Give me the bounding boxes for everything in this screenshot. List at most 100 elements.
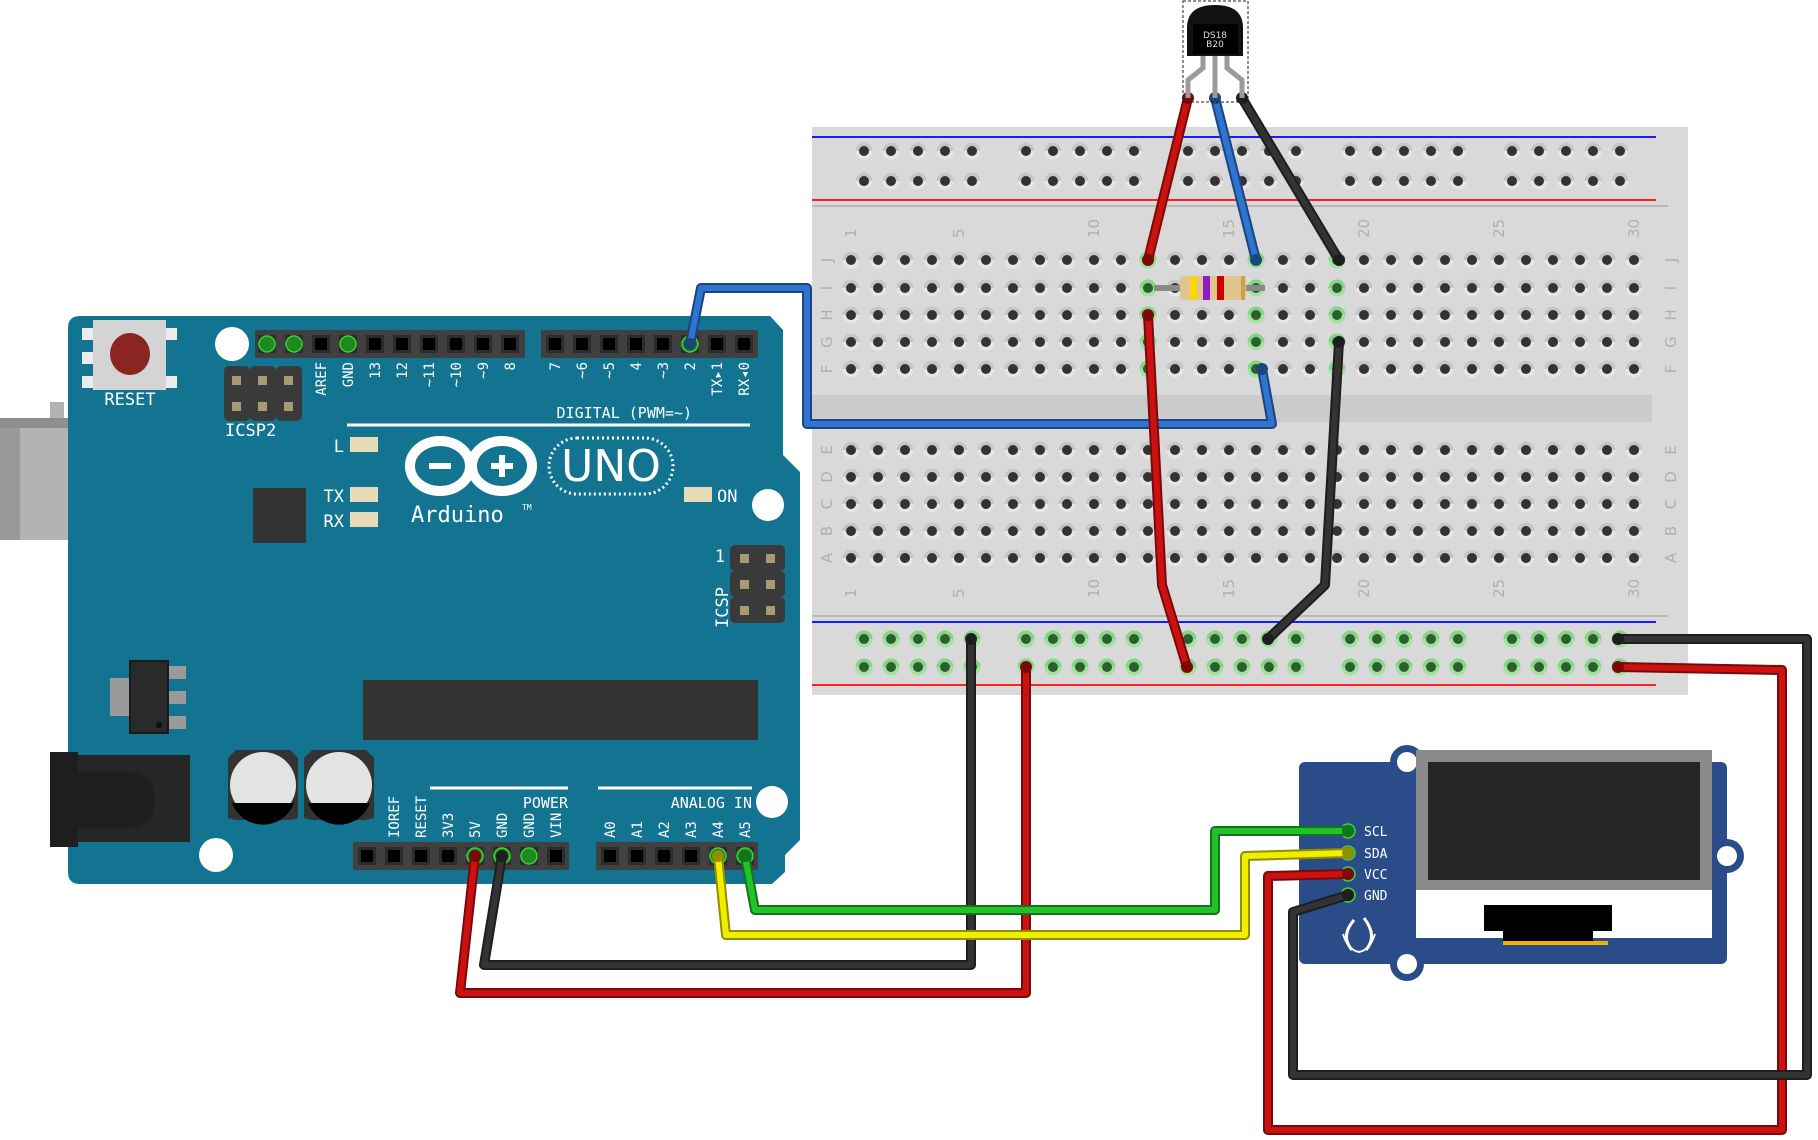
breadboard-hole[interactable] bbox=[896, 251, 914, 269]
breadboard-hole[interactable] bbox=[1625, 251, 1643, 269]
breadboard-hole[interactable] bbox=[1382, 441, 1400, 459]
reset-button[interactable] bbox=[82, 320, 177, 390]
breadboard-hole[interactable] bbox=[1139, 279, 1157, 297]
breadboard-hole[interactable] bbox=[936, 658, 954, 676]
breadboard-hole[interactable] bbox=[1274, 251, 1292, 269]
breadboard-hole[interactable] bbox=[1206, 172, 1224, 190]
breadboard-hole[interactable] bbox=[1517, 468, 1535, 486]
breadboard-hole[interactable] bbox=[1274, 360, 1292, 378]
breadboard-hole[interactable] bbox=[1355, 495, 1373, 513]
breadboard-hole[interactable] bbox=[1625, 279, 1643, 297]
breadboard-hole[interactable] bbox=[1220, 441, 1238, 459]
breadboard-hole[interactable] bbox=[855, 630, 873, 648]
breadboard-hole[interactable] bbox=[1436, 360, 1454, 378]
breadboard-hole[interactable] bbox=[1031, 251, 1049, 269]
header-pin[interactable] bbox=[600, 335, 618, 353]
breadboard-hole[interactable] bbox=[1058, 279, 1076, 297]
breadboard-hole[interactable] bbox=[1260, 658, 1278, 676]
breadboard-hole[interactable] bbox=[1368, 142, 1386, 160]
breadboard-hole[interactable] bbox=[1193, 333, 1211, 351]
breadboard-hole[interactable] bbox=[1139, 522, 1157, 540]
breadboard-hole[interactable] bbox=[1368, 630, 1386, 648]
breadboard-hole[interactable] bbox=[855, 658, 873, 676]
breadboard-hole[interactable] bbox=[1031, 495, 1049, 513]
breadboard-hole[interactable] bbox=[1058, 306, 1076, 324]
breadboard-hole[interactable] bbox=[1301, 549, 1319, 567]
breadboard-hole[interactable] bbox=[842, 468, 860, 486]
wire-sensor-dq[interactable] bbox=[1209, 92, 1262, 266]
breadboard-hole[interactable] bbox=[1085, 549, 1103, 567]
breadboard-hole[interactable] bbox=[1274, 468, 1292, 486]
breadboard-hole[interactable] bbox=[1544, 495, 1562, 513]
breadboard-hole[interactable] bbox=[896, 360, 914, 378]
breadboard-hole[interactable] bbox=[1571, 495, 1589, 513]
breadboard-hole[interactable] bbox=[1004, 495, 1022, 513]
breadboard-hole[interactable] bbox=[869, 468, 887, 486]
breadboard-hole[interactable] bbox=[1058, 360, 1076, 378]
breadboard-hole[interactable] bbox=[1004, 468, 1022, 486]
breadboard-hole[interactable] bbox=[977, 522, 995, 540]
breadboard-hole[interactable] bbox=[1274, 495, 1292, 513]
breadboard-hole[interactable] bbox=[1098, 658, 1116, 676]
breadboard-hole[interactable] bbox=[1517, 522, 1535, 540]
breadboard-hole[interactable] bbox=[1436, 251, 1454, 269]
breadboard-hole[interactable] bbox=[1598, 306, 1616, 324]
breadboard-hole[interactable] bbox=[977, 360, 995, 378]
breadboard-hole[interactable] bbox=[1301, 441, 1319, 459]
breadboard-hole[interactable] bbox=[1112, 522, 1130, 540]
breadboard-hole[interactable] bbox=[909, 172, 927, 190]
breadboard-hole[interactable] bbox=[1220, 360, 1238, 378]
breadboard-hole[interactable] bbox=[1193, 251, 1211, 269]
breadboard-hole[interactable] bbox=[1247, 468, 1265, 486]
breadboard-hole[interactable] bbox=[1004, 522, 1022, 540]
breadboard-hole[interactable] bbox=[1206, 630, 1224, 648]
header-pin[interactable] bbox=[627, 335, 645, 353]
breadboard-hole[interactable] bbox=[977, 495, 995, 513]
breadboard-hole[interactable] bbox=[1004, 251, 1022, 269]
breadboard-hole[interactable] bbox=[1031, 441, 1049, 459]
breadboard-hole[interactable] bbox=[1530, 630, 1548, 648]
breadboard-hole[interactable] bbox=[1382, 279, 1400, 297]
breadboard-hole[interactable] bbox=[1517, 549, 1535, 567]
breadboard-hole[interactable] bbox=[1530, 658, 1548, 676]
breadboard-hole[interactable] bbox=[1355, 251, 1373, 269]
header-pin[interactable] bbox=[393, 335, 411, 353]
breadboard-hole[interactable] bbox=[1112, 441, 1130, 459]
breadboard-hole[interactable] bbox=[923, 360, 941, 378]
breadboard-hole[interactable] bbox=[1044, 630, 1062, 648]
breadboard-hole[interactable] bbox=[950, 495, 968, 513]
breadboard-hole[interactable] bbox=[1368, 658, 1386, 676]
breadboard-hole[interactable] bbox=[896, 495, 914, 513]
breadboard-hole[interactable] bbox=[1274, 441, 1292, 459]
breadboard-hole[interactable] bbox=[1031, 522, 1049, 540]
breadboard-hole[interactable] bbox=[1220, 549, 1238, 567]
breadboard-hole[interactable] bbox=[1355, 333, 1373, 351]
breadboard-hole[interactable] bbox=[1449, 630, 1467, 648]
breadboard-hole[interactable] bbox=[1112, 279, 1130, 297]
breadboard-hole[interactable] bbox=[1085, 333, 1103, 351]
breadboard-hole[interactable] bbox=[1058, 441, 1076, 459]
breadboard-hole[interactable] bbox=[1382, 549, 1400, 567]
breadboard-hole[interactable] bbox=[1058, 522, 1076, 540]
breadboard-hole[interactable] bbox=[909, 142, 927, 160]
breadboard-hole[interactable] bbox=[1598, 468, 1616, 486]
breadboard-hole[interactable] bbox=[1463, 468, 1481, 486]
wire-gnd-to-rail[interactable] bbox=[1262, 336, 1345, 645]
breadboard-hole[interactable] bbox=[1166, 251, 1184, 269]
wire-vcc[interactable] bbox=[1263, 661, 1787, 1135]
breadboard-hole[interactable] bbox=[1112, 495, 1130, 513]
breadboard-hole[interactable] bbox=[1530, 142, 1548, 160]
header-pin[interactable] bbox=[546, 335, 564, 353]
breadboard-hole[interactable] bbox=[1193, 306, 1211, 324]
breadboard-hole[interactable] bbox=[1611, 172, 1629, 190]
breadboard-hole[interactable] bbox=[1490, 549, 1508, 567]
breadboard-hole[interactable] bbox=[842, 251, 860, 269]
breadboard-hole[interactable] bbox=[1031, 360, 1049, 378]
breadboard-hole[interactable] bbox=[1503, 172, 1521, 190]
breadboard-hole[interactable] bbox=[1395, 658, 1413, 676]
breadboard-hole[interactable] bbox=[1139, 549, 1157, 567]
breadboard-hole[interactable] bbox=[1490, 495, 1508, 513]
breadboard-hole[interactable] bbox=[896, 333, 914, 351]
header-pin[interactable] bbox=[366, 335, 384, 353]
breadboard-hole[interactable] bbox=[842, 360, 860, 378]
